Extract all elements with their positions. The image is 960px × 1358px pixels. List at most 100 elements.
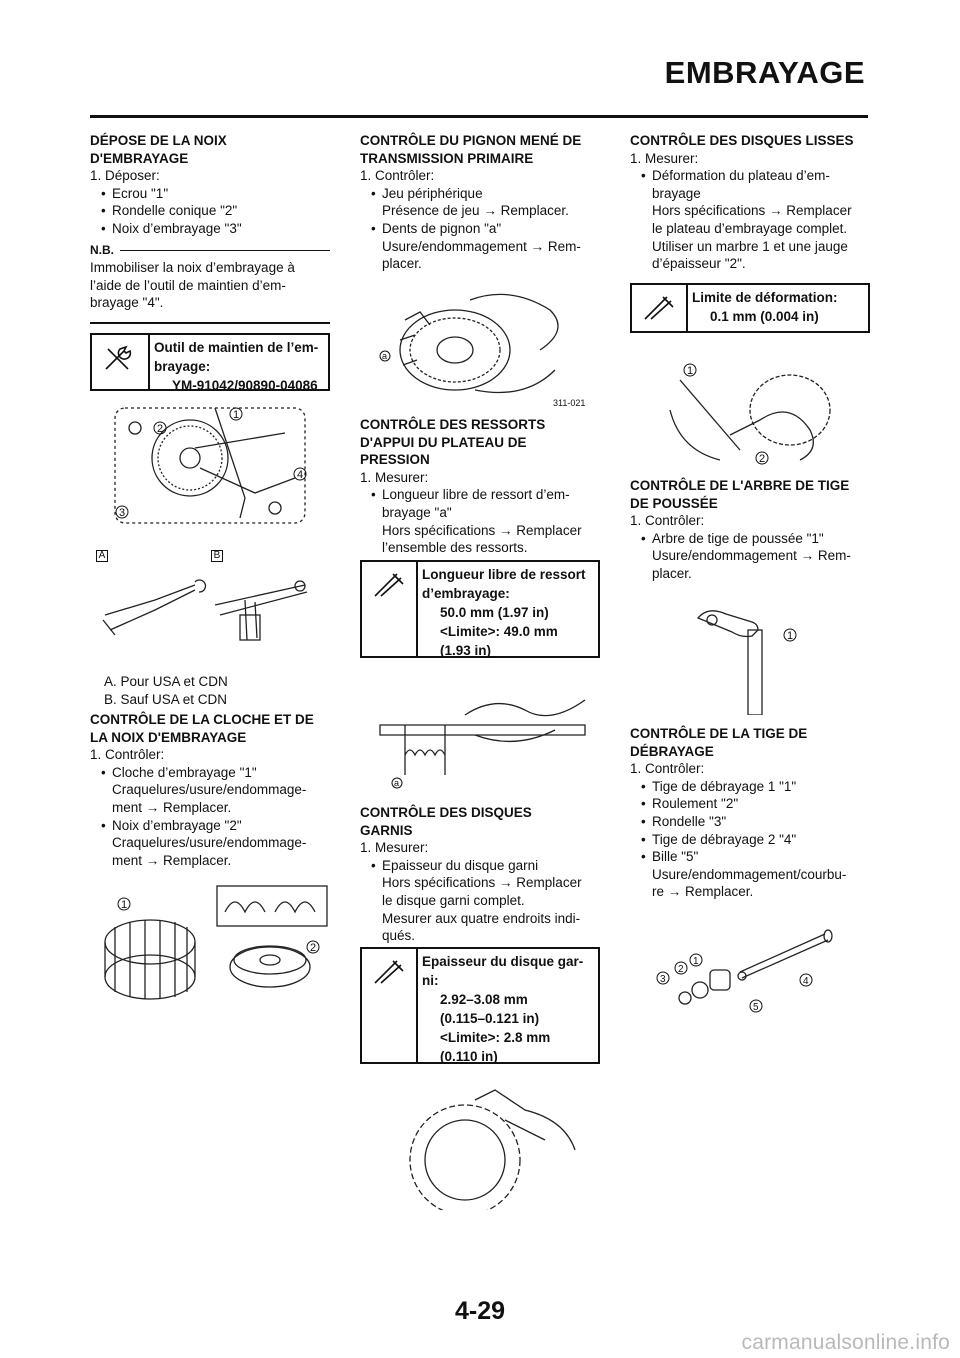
list-item: Longueur libre de ressort d’em-	[360, 486, 605, 504]
list-item: Dents de pignon "a"	[360, 220, 605, 238]
svg-text:2: 2	[310, 942, 316, 954]
spring-caliper-figure: a	[375, 685, 595, 790]
list-item-detail: Usure/endommagement → Rem-	[652, 548, 851, 564]
svg-text:3: 3	[119, 507, 125, 519]
list-item: Epaisseur du disque garni	[360, 857, 605, 875]
watermark: carmanualsonline.info	[741, 1331, 950, 1354]
page-title: EMBRAYAGE	[664, 55, 865, 90]
list-item-detail: Présence de jeu → Remplacer.	[382, 203, 569, 219]
step-text: 1. Contrôler:	[360, 168, 435, 184]
warpage-spec-box: Limite de déformation: 0.1 mm (0.004 in)	[630, 283, 870, 333]
step-text: 1. Contrôler:	[90, 747, 165, 763]
list-item: Noix d’embrayage "2"	[90, 817, 335, 835]
primary-gear-figure: a 311-021	[375, 280, 595, 410]
push-lever-shaft-figure: 1	[690, 600, 820, 716]
svg-text:a: a	[382, 351, 387, 361]
tool-spec-box: Outil de maintien de l’em- brayage: YM-9…	[90, 333, 330, 393]
friction-plate-figure	[395, 1080, 595, 1216]
list-item-detail: Utiliser un marbre 1 et une jauge	[652, 238, 848, 254]
tool-spec-text: Outil de maintien de l’em- brayage: YM-9…	[154, 340, 319, 393]
list-item-detail: ment → Remplacer.	[112, 852, 232, 868]
list-item: Déformation du plateau d’em-	[630, 167, 875, 185]
legend-item: A. Pour USA et CDN	[104, 674, 228, 689]
list-item-detail: brayage	[652, 185, 701, 201]
svg-text:2: 2	[157, 423, 163, 435]
list-item-detail: le disque garni complet.	[382, 892, 525, 908]
figure-code: 311-021	[553, 398, 585, 408]
step-text: 1. Contrôler:	[630, 513, 705, 529]
push-rod-figure: 1 2 3 4 5	[650, 922, 850, 1022]
friction-plate-spec-text: Epaisseur du disque gar- ni: 2.92–3.08 m…	[422, 954, 584, 1064]
list-item-detail: l’ensemble des ressorts.	[382, 540, 528, 556]
holder-tools-figure	[95, 560, 325, 660]
list-item: Noix d’embrayage "3"	[90, 220, 330, 238]
note-rule	[90, 321, 330, 324]
step-text: 1. Mesurer:	[630, 150, 699, 166]
figure-legend: A. Pour USA et CDN B. Sauf USA et CDN	[104, 673, 334, 708]
warpage-spec-text: Limite de déformation: 0.1 mm (0.004 in)	[692, 290, 838, 324]
figure-tag-a: A	[96, 545, 108, 563]
column-3: CONTRÔLE DES DISQUES LISSES 1. Mesurer: …	[630, 132, 875, 273]
friction-plate-spec-box: Epaisseur du disque gar- ni: 2.92–3.08 m…	[360, 947, 600, 1064]
list-item: Ecrou "1"	[90, 185, 330, 203]
clutch-housing-figure: 1 2	[95, 882, 330, 1002]
svg-text:1: 1	[787, 630, 793, 642]
svg-text:1: 1	[121, 899, 127, 911]
svg-text:4: 4	[297, 469, 303, 481]
list-item: Tige de débrayage 2 "4"	[630, 831, 875, 849]
list-item: Jeu périphérique	[360, 185, 605, 203]
note-label: N.B.	[90, 242, 330, 260]
caliper-icon	[362, 562, 418, 656]
svg-text:1: 1	[233, 409, 239, 421]
list-item-detail: re → Remplacer.	[652, 884, 754, 900]
list-item-detail: Usure/endommagement/courbu-	[652, 866, 847, 882]
list-item-detail: placer.	[382, 256, 422, 272]
svg-text:5: 5	[753, 1002, 759, 1013]
svg-text:4: 4	[803, 976, 809, 987]
step-text: 1. Mesurer:	[360, 469, 429, 485]
wrench-icon	[92, 335, 150, 389]
svg-text:2: 2	[759, 453, 765, 465]
list-item: Rondelle conique "2"	[90, 202, 330, 220]
spring-length-spec-text: Longueur libre de ressort d’embrayage: 5…	[422, 567, 586, 658]
svg-text:2: 2	[678, 964, 684, 975]
list-item-detail: Hors spécifications → Remplacer	[382, 875, 582, 891]
svg-text:3: 3	[660, 974, 666, 985]
svg-text:a: a	[394, 778, 399, 788]
figure-tag-b: B	[211, 545, 223, 563]
list-item-detail: Craquelures/usure/endommage-	[112, 782, 307, 798]
list-item-detail: ment → Remplacer.	[112, 799, 232, 815]
step-text: 1. Déposer:	[90, 168, 160, 184]
list-item: Rondelle "3"	[630, 813, 875, 831]
svg-text:1: 1	[687, 365, 693, 377]
svg-text:1: 1	[693, 956, 699, 967]
list-item-detail: Usure/endommagement → Rem-	[382, 238, 581, 254]
section-title-lisses: CONTRÔLE DES DISQUES LISSES	[630, 133, 854, 148]
list-item-detail: Hors spécifications → Remplacer	[652, 203, 852, 219]
list-item: Cloche d’embrayage "1"	[90, 764, 335, 782]
list-item-detail: Craquelures/usure/endommage-	[112, 835, 307, 851]
list-item: Roulement "2"	[630, 795, 875, 813]
spring-length-spec-box: Longueur libre de ressort d’embrayage: 5…	[360, 560, 600, 658]
list-item-detail: Hors spécifications → Remplacer	[382, 522, 582, 538]
list-item-detail: qués.	[382, 928, 416, 944]
caliper-icon	[632, 285, 688, 331]
list-item-detail: Mesurer aux quatre endroits indi-	[382, 910, 581, 926]
step-text: 1. Contrôler:	[630, 761, 705, 777]
page-number: 4-29	[454, 1297, 506, 1325]
list-item: Arbre de tige de poussée "1"	[630, 530, 875, 548]
